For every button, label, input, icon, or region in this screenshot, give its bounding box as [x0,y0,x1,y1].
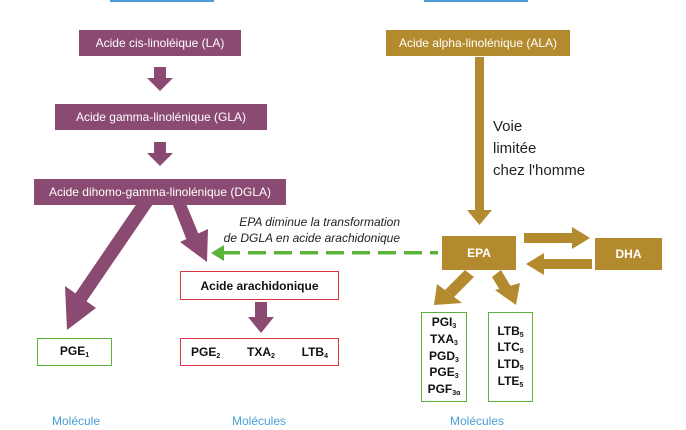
top-line-right [424,0,528,2]
arrow-epa-series3 [434,270,474,305]
series5-item-3: LTD5 [497,357,524,372]
box-series2: PGE2 TXA2 LTB4 [180,338,339,366]
series3-item-3: PGD3 [429,348,459,364]
arrow-dgla-arachidonique [171,194,208,262]
pge1-label: PGE1 [59,343,90,359]
epa-note-line-1: EPA diminue la transformation [239,215,400,229]
box-gla: Acide gamma-linolénique (GLA) [55,104,267,130]
series5-item-1: LTB5 [497,323,524,339]
epa-note: EPA diminue la transformation de DGLA en… [206,214,400,246]
arrow-epa-dha [524,227,590,249]
arrow-arachidonique-series2 [248,302,274,333]
series3-item-1: PGI3 [431,315,457,331]
box-ala: Acide alpha-linolénique (ALA) [386,30,570,56]
box-series5: LTB5 LTC5 LTD5 LTE5 [488,312,533,402]
box-dgla: Acide dihomo-gamma-linolénique (DGLA) [34,179,286,205]
voie-line-2: limitée [493,139,537,157]
series2-item-2: TXA2 [247,344,275,360]
arrow-ala-epa [467,57,492,225]
box-la: Acide cis-linoléique (LA) [79,30,241,56]
arrow-gla-dgla [147,142,173,166]
arrow-dha-epa [526,253,592,275]
arrow-epa-inhibition [211,245,438,261]
box-series3: PGI3 TXA3 PGD3 PGE3 PGF3α [421,312,467,402]
voie-label: Voie limitée chez l'homme [493,116,585,181]
box-epa: EPA [442,236,516,270]
arrow-la-gla [147,67,173,91]
series3-item-4: PGE3 [429,365,459,381]
series5-item-4: LTE5 [497,373,524,389]
footer-label-3: Molécules [450,414,505,428]
epa-note-line-2: de DGLA en acide arachidonique [223,231,400,246]
series2-item-1: PGE2 [191,344,221,360]
series2-item-3: LTB4 [301,344,328,360]
series3-item-5: PGF3α [427,382,461,398]
voie-line-3: chez l'homme [493,161,586,179]
box-arachidonique: Acide arachidonique [180,271,339,300]
footer-label-2: Molécules [232,414,287,428]
footer-label-1: Molécule [52,414,101,428]
top-line-left [110,0,214,2]
arrow-epa-series5 [492,270,520,305]
box-dha: DHA [595,238,662,270]
series3-item-2: TXA3 [430,331,458,347]
box-pge1: PGE1 [37,338,112,366]
series5-item-2: LTC5 [497,340,524,356]
voie-line-1: Voie [493,118,523,135]
arrow-dgla-pge1 [65,193,155,330]
